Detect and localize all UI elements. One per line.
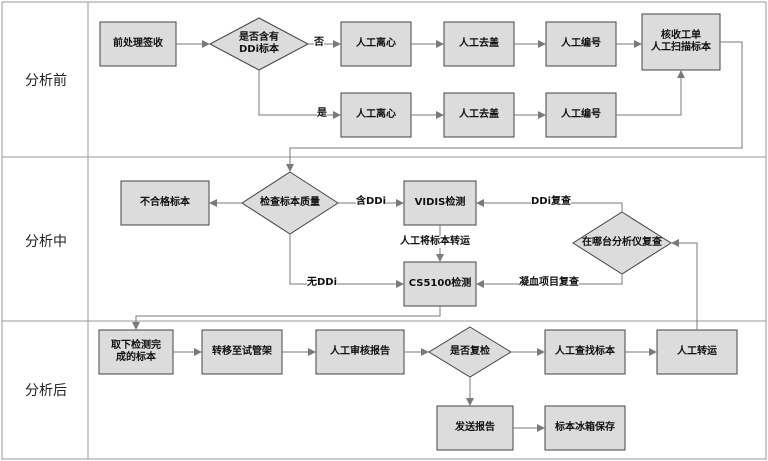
- vidis-box: [403, 180, 477, 226]
- edge-label-manual-transfer: 人工将标本转运: [400, 236, 470, 248]
- node-unqualified: 不合格标本: [140, 197, 190, 208]
- node-number-2: 人工编号: [561, 109, 601, 120]
- decap-1-box: [443, 21, 515, 67]
- edge-label-no-ddi: 无DDi: [307, 277, 338, 289]
- arrow-quality-no-ddi: [289, 234, 404, 288]
- node-find-specimen: 人工查找标本: [555, 346, 615, 357]
- node-number-1: 人工编号: [561, 38, 601, 49]
- node-scan: 核收工单 人工扫描标本: [651, 30, 711, 53]
- unqualified-box: [120, 180, 210, 226]
- find-specimen-box: [544, 329, 626, 375]
- number-2-box: [545, 92, 617, 138]
- node-send-report: 发送报告: [455, 422, 495, 433]
- arrow-ddi-recheck: [476, 199, 623, 212]
- transfer-rack-box: [201, 329, 283, 375]
- edge-label-yes: 是: [317, 108, 327, 120]
- arrow-cs5100-to-remove: [132, 306, 441, 330]
- arrow-scan-to-quality: [286, 41, 743, 172]
- node-check-quality: 检查标本质量: [260, 197, 320, 208]
- manual-transport-2-box: [656, 329, 738, 375]
- node-fridge: 标本冰箱保存: [555, 422, 615, 433]
- centrifuge-2-box: [340, 92, 412, 138]
- lane-label-during: 分析中: [25, 234, 67, 250]
- edge-label-coag-recheck: 凝血项目复查: [519, 277, 579, 289]
- node-need-recheck: 是否复检: [450, 346, 490, 357]
- node-centrifuge-2: 人工离心: [356, 109, 396, 120]
- send-report-box: [436, 405, 514, 451]
- node-centrifuge-1: 人工离心: [356, 38, 396, 49]
- node-cs5100: CS5100检测: [408, 278, 472, 289]
- review-report-box: [315, 329, 405, 375]
- node-remove-specimen: 取下检测完 成的标本: [111, 340, 161, 363]
- fridge-box: [544, 405, 626, 451]
- lane-label-after: 分析后: [25, 383, 67, 399]
- arrow-number2-scan: [616, 70, 685, 116]
- scan-box: [641, 13, 721, 71]
- remove-specimen-box: [98, 329, 174, 375]
- node-has-ddi: 是否含有 DDi标本: [238, 32, 280, 55]
- node-vidis: VIDIS检测: [414, 197, 466, 208]
- centrifuge-1-box: [340, 21, 412, 67]
- number-1-box: [545, 21, 617, 67]
- lane-label-before: 分析前: [25, 73, 67, 89]
- node-decap-2: 人工去盖: [459, 109, 499, 120]
- node-which-analyzer: 在哪台分析仪复查: [582, 237, 662, 248]
- node-decap-1: 人工去盖: [459, 38, 499, 49]
- edge-label-no: 否: [314, 37, 324, 49]
- arrow-decision-yes: [258, 70, 341, 119]
- edge-label-ddi-recheck: DDi复查: [531, 196, 572, 208]
- node-review-report: 人工审核报告: [330, 346, 390, 357]
- decap-2-box: [443, 92, 515, 138]
- node-preprocess: 前处理签收: [113, 38, 163, 49]
- preprocess-box: [99, 21, 177, 67]
- node-transfer-rack: 转移至试管架: [212, 346, 272, 357]
- edge-label-contains-ddi: 含DDi: [356, 196, 387, 208]
- arrow-transport-to-analyzer: [671, 239, 698, 330]
- node-manual-transport-2: 人工转运: [677, 346, 717, 357]
